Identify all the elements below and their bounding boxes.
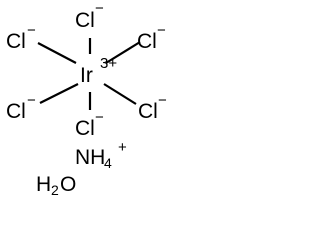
chloride-lower-left-symbol: Cl [6,100,26,123]
chloride-bottom-charge: − [95,109,104,126]
chloride-bottom-symbol: Cl [75,117,95,140]
chloride-lower-left: Cl − [6,92,36,123]
water-hydrogen: H [36,173,51,196]
chloride-lower-right: Cl − [138,92,167,123]
chloride-upper-right-charge: − [157,22,166,39]
chloride-lower-right-charge: − [158,92,167,109]
chloride-upper-right-symbol: Cl [137,30,157,53]
bond-ir-cl-lower-right [103,83,137,105]
ammonium-symbol: NH [75,146,105,169]
bond-ir-cl-upper-right [105,41,141,64]
chloride-top: Cl − [75,0,104,32]
bond-ir-cl-lower-left [39,83,79,104]
chloride-upper-left-symbol: Cl [6,30,26,53]
chloride-upper-right: Cl − [137,22,166,53]
bond-ir-cl-upper-left [37,42,77,64]
chloride-upper-left-charge: − [27,22,36,39]
iridium-charge: 3+ [100,55,117,72]
water-subscript: 2 [51,182,59,198]
chloride-top-charge: − [95,0,104,17]
iridium-center: Ir 3+ [80,55,117,87]
chemical-structure-diagram: Ir 3+ Cl − Cl − Cl − Cl − Cl − Cl − NH 4… [6,0,167,198]
chloride-top-symbol: Cl [75,9,95,32]
water-molecule: H 2 O [36,173,76,198]
chloride-bottom: Cl − [75,109,104,140]
ammonium-charge: + [118,139,127,156]
chloride-lower-left-charge: − [27,92,36,109]
water-oxygen: O [60,173,76,196]
ammonium-subscript: 4 [104,155,112,171]
chloride-lower-right-symbol: Cl [138,100,158,123]
iridium-symbol: Ir [80,64,93,87]
ammonium-counterion: NH 4 + [75,139,127,171]
chloride-upper-left: Cl − [6,22,36,53]
